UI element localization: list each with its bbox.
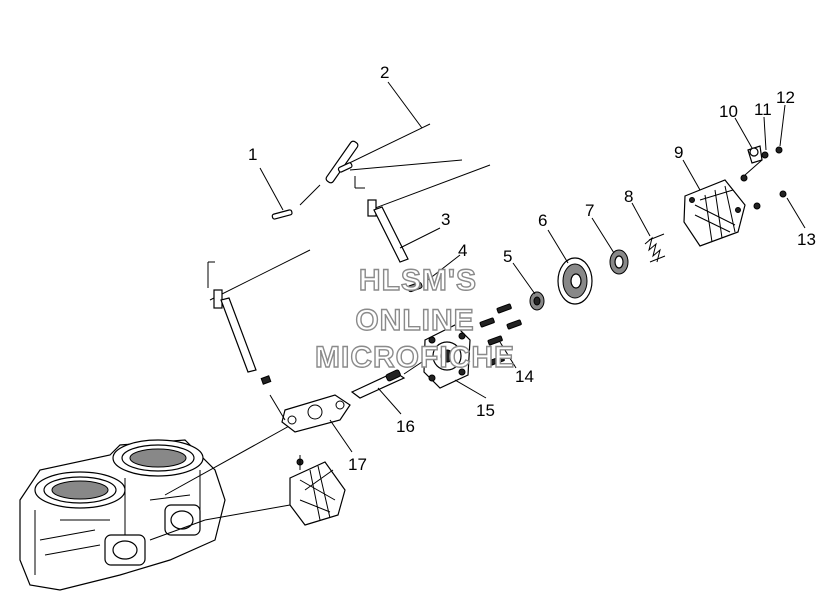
callout-4: 4 [458,241,467,260]
drive-shaft-part [354,164,491,263]
cover-part [683,179,746,247]
callout-2: 2 [380,63,389,82]
small-gear-part [529,291,545,311]
watermark: HLSM'S ONLINE MICROFICHE [314,263,515,374]
fitting-part [740,145,787,210]
callout-7: 7 [585,201,594,220]
callout-14: 14 [515,367,534,386]
spring-part [644,233,666,263]
callout-9: 9 [674,143,683,162]
rotary-shaft [207,249,311,421]
pump-housing-part [423,324,471,389]
callout-13: 13 [797,230,816,249]
pin-part [271,184,321,220]
callout-17: 17 [348,455,367,474]
callout-leaders [259,81,806,453]
rod-part [325,123,463,184]
callout-6: 6 [538,211,547,230]
washer-part [407,281,423,293]
callout-1: 1 [248,145,257,164]
leader-line [164,419,301,496]
callouts: 1 2 3 4 5 6 7 8 9 10 11 12 13 14 15 16 1… [248,63,816,474]
watermark-line-2: ONLINE [355,304,474,337]
callout-11: 11 [754,100,772,119]
intake-valve-cover [289,455,346,526]
callout-16: 16 [396,417,415,436]
callout-15: 15 [476,401,495,420]
large-gear-part [557,257,593,305]
callout-12: 12 [776,88,795,107]
cylinder-block [19,439,226,591]
watermark-line-3: MICROFICHE [315,341,515,374]
screws-part [479,303,522,366]
bearing-part [609,249,629,275]
callout-10: 10 [719,102,738,121]
gasket-part [281,394,351,433]
callout-5: 5 [503,247,512,266]
leader-line [204,504,291,521]
callout-3: 3 [441,210,450,229]
lever-part [350,359,426,399]
callout-8: 8 [624,187,633,206]
watermark-line-1: HLSM'S [359,264,477,297]
